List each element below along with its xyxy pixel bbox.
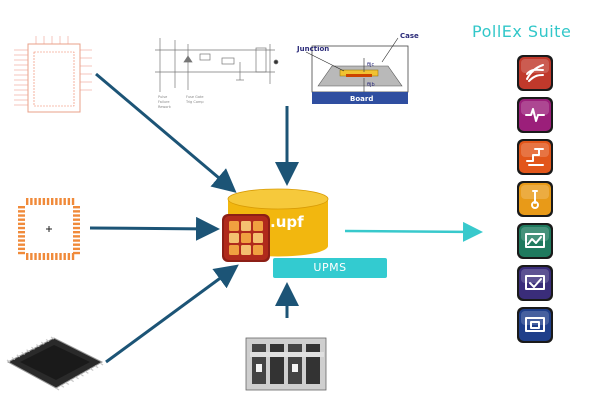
pcb-routing-icon bbox=[517, 55, 553, 91]
upms-bar bbox=[273, 258, 387, 278]
checkmark-screen-icon bbox=[517, 265, 553, 301]
arrow-db-to-suite bbox=[344, 221, 483, 242]
upf-label: .upf bbox=[270, 213, 304, 231]
svg-text:Pulse: Pulse bbox=[158, 95, 167, 99]
case-label: Case bbox=[400, 32, 419, 40]
junction-label: Junction bbox=[296, 45, 329, 53]
board-label: Board bbox=[350, 95, 373, 103]
upms-label: UPMS bbox=[313, 261, 347, 274]
chip-board-icon bbox=[517, 307, 553, 343]
theta-jc-label: θjc bbox=[367, 62, 374, 68]
schematic-footprint-icon bbox=[14, 36, 92, 113]
arrow-schematic-to-db bbox=[95, 72, 237, 193]
suite-title: PollEx Suite bbox=[472, 22, 572, 41]
assembly-machine-icon bbox=[245, 337, 327, 391]
input-arrows bbox=[89, 72, 299, 364]
signal-wave-icon bbox=[517, 97, 553, 133]
svg-text:Trig Comp: Trig Comp bbox=[185, 100, 204, 104]
svg-text:Fuse Gate: Fuse Gate bbox=[186, 95, 204, 99]
svg-text:Failure: Failure bbox=[158, 100, 170, 104]
thermometer-icon bbox=[517, 181, 553, 217]
svg-text:Rework: Rework bbox=[158, 105, 172, 109]
pollex-modules bbox=[517, 55, 553, 343]
thermal-package-diagram: Junction Case Board θjc θjb bbox=[296, 32, 419, 104]
chip-package-icon bbox=[6, 336, 104, 391]
arrow-footprint-to-db bbox=[89, 216, 220, 241]
power-flow-icon bbox=[517, 139, 553, 175]
waveform-screen-icon bbox=[517, 223, 553, 259]
qfp-footprint-icon bbox=[18, 198, 80, 260]
circuit-schematic-icon bbox=[155, 38, 279, 92]
theta-jb-label: θjb bbox=[367, 82, 375, 88]
upf-grid-icon bbox=[222, 214, 270, 262]
arrow-chip-to-db bbox=[105, 264, 239, 364]
